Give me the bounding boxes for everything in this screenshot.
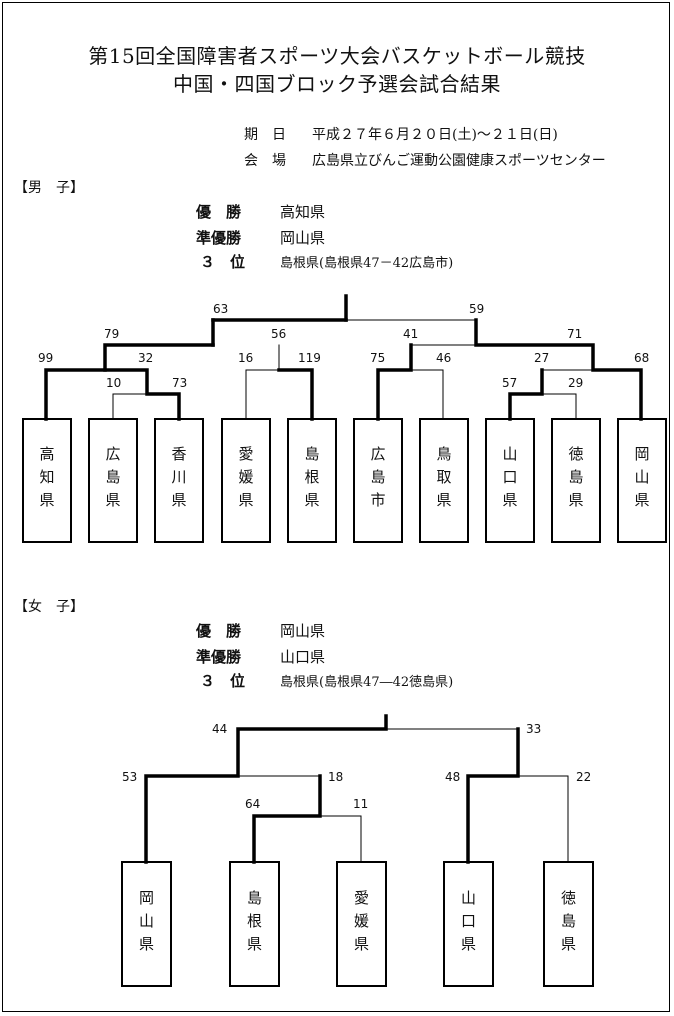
men-team-box: 広島市 [353, 418, 403, 543]
women-score: 48 [445, 770, 461, 784]
men-score: 27 [534, 351, 550, 365]
women-team-box: 山口県 [443, 861, 494, 987]
women-runnerup: 山口県 [280, 648, 326, 666]
men-team-box: 愛媛県 [221, 418, 271, 543]
women-team-box: 岡山県 [121, 861, 172, 987]
women-runnerup-label: 準優勝 [196, 648, 242, 666]
men-score: 75 [370, 351, 386, 365]
men-score: 29 [568, 376, 584, 390]
women-team-box: 愛媛県 [336, 861, 387, 987]
men-score: 59 [469, 302, 485, 316]
men-winner: 高知県 [280, 203, 326, 221]
date-value: 平成２７年６月２０日(土)～２１日(日) [312, 127, 558, 143]
men-score: 73 [172, 376, 188, 390]
men-team-box: 鳥取県 [419, 418, 469, 543]
women-team-name: 愛媛県 [352, 889, 370, 959]
men-team-name: 徳島県 [566, 446, 585, 515]
women-score: 33 [526, 722, 542, 736]
women-winner-label: 優 勝 [196, 622, 242, 640]
women-score: 22 [576, 770, 592, 784]
men-team-name: 鳥取県 [434, 446, 453, 515]
men-score: 56 [271, 327, 287, 341]
men-team-box: 高知県 [22, 418, 72, 543]
men-runnerup-label: 準優勝 [196, 229, 242, 247]
date-label: 期 日 [244, 127, 286, 143]
men-team-name: 岡山県 [632, 446, 651, 515]
men-team-box: 島根県 [287, 418, 337, 543]
men-score: 99 [38, 351, 54, 365]
men-runnerup: 岡山県 [280, 229, 326, 247]
men-team-box: 広島県 [88, 418, 138, 543]
men-team-box: 香川県 [154, 418, 204, 543]
women-team-name: 徳島県 [559, 889, 577, 959]
men-third: 島根県(島根県47－42広島市) [280, 256, 454, 271]
men-team-box: 徳島県 [551, 418, 601, 543]
women-score: 44 [212, 722, 228, 736]
women-team-name: 岡山県 [137, 889, 155, 959]
men-winner-label: 優 勝 [196, 203, 242, 221]
men-section-header: 【男 子】 [14, 180, 84, 196]
women-third: 島根県(島根県47―42徳島県) [280, 675, 454, 690]
men-score: 68 [634, 351, 650, 365]
women-winner: 岡山県 [280, 622, 326, 640]
men-score: 119 [298, 351, 321, 365]
men-score: 46 [436, 351, 452, 365]
women-team-name: 島根県 [245, 889, 263, 959]
venue-value: 広島県立びんご運動公園健康スポーツセンター [312, 153, 606, 169]
men-score: 16 [238, 351, 254, 365]
men-score: 10 [106, 376, 122, 390]
title-line-1: 第15回全国障害者スポーツ大会バスケットボール競技 [88, 44, 586, 68]
men-team-name: 愛媛県 [236, 446, 255, 515]
women-score: 53 [122, 770, 138, 784]
men-team-name: 広島市 [368, 446, 387, 515]
women-section-header: 【女 子】 [14, 599, 84, 615]
men-team-box: 岡山県 [617, 418, 667, 543]
men-team-name: 香川県 [169, 446, 188, 515]
men-team-box: 山口県 [485, 418, 535, 543]
men-score: 41 [403, 327, 419, 341]
men-score: 79 [104, 327, 120, 341]
women-score: 11 [353, 797, 369, 811]
women-team-name: 山口県 [459, 889, 477, 959]
men-team-name: 山口県 [500, 446, 519, 515]
men-score: 63 [213, 302, 229, 316]
men-score: 57 [502, 376, 518, 390]
men-team-name: 島根県 [302, 446, 321, 515]
men-score: 32 [138, 351, 154, 365]
men-team-name: 高知県 [37, 446, 56, 515]
women-team-box: 徳島県 [543, 861, 594, 987]
men-third-label: ３ 位 [200, 253, 246, 271]
men-team-name: 広島県 [103, 446, 122, 515]
men-score: 71 [567, 327, 583, 341]
venue-label: 会 場 [244, 153, 286, 169]
women-score: 64 [245, 797, 261, 811]
women-third-label: ３ 位 [200, 672, 246, 690]
women-team-box: 島根県 [229, 861, 280, 987]
title-line-2: 中国・四国ブロック予選会試合結果 [173, 72, 501, 96]
women-score: 18 [328, 770, 344, 784]
